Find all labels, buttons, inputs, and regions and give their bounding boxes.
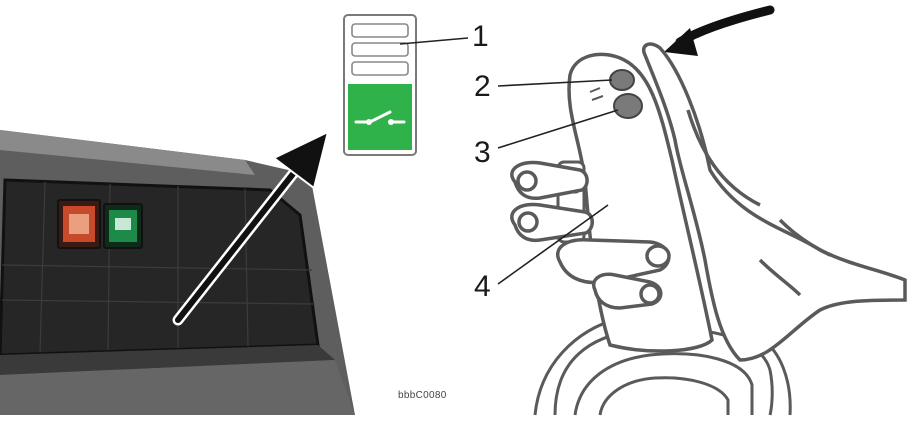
red-switch-icon — [58, 200, 100, 248]
button-3-icon — [614, 94, 642, 118]
button-2-icon — [610, 70, 634, 90]
curved-arrow-icon — [664, 10, 770, 56]
green-switch-icon — [104, 204, 142, 248]
callout-1: 1 — [472, 22, 489, 52]
callout-4: 4 — [474, 272, 491, 302]
switch-decal-icon — [344, 15, 416, 155]
callout-3: 3 — [474, 138, 491, 168]
image-code: bbbC0080 — [398, 390, 447, 401]
callout-2: 2 — [474, 72, 491, 102]
